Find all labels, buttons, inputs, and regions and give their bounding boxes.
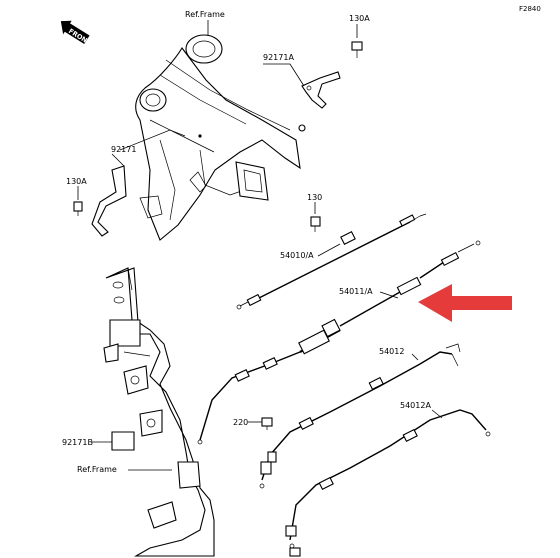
cable-54010a	[236, 213, 427, 310]
clamp-92171	[91, 165, 127, 237]
label-92171b: 92171B	[62, 438, 93, 447]
clamp-92171a	[301, 71, 341, 109]
screw-220	[261, 417, 273, 430]
label-54010a: 54010/A	[280, 251, 314, 260]
cable-54011a	[197, 240, 481, 445]
label-130a-top: 130A	[349, 14, 370, 23]
label-92171: 92171	[111, 145, 136, 154]
cable-54012	[259, 343, 461, 489]
highlight-arrow	[418, 284, 512, 322]
cable-54012a	[285, 409, 491, 557]
frame-upper	[119, 34, 306, 241]
label-92171a: 92171A	[263, 53, 294, 62]
label-220: 220	[233, 418, 248, 427]
bolt-130	[310, 216, 321, 232]
label-54012: 54012	[379, 347, 404, 356]
frame-lower-bracket	[103, 267, 215, 557]
label-130a-left: 130A	[66, 177, 87, 186]
label-54011a: 54011/A	[339, 287, 373, 296]
label-54012a: 54012A	[400, 401, 431, 410]
bolt-130a-left	[73, 201, 83, 216]
label-ref-frame-top: Ref.Frame	[185, 10, 225, 19]
label-130: 130	[307, 193, 322, 202]
label-ref-frame-bottom: Ref.Frame	[77, 465, 117, 474]
diagram-code: F2840	[519, 5, 541, 13]
front-direction-badge: FRONT	[60, 20, 93, 47]
bolt-130a-top	[351, 24, 363, 58]
